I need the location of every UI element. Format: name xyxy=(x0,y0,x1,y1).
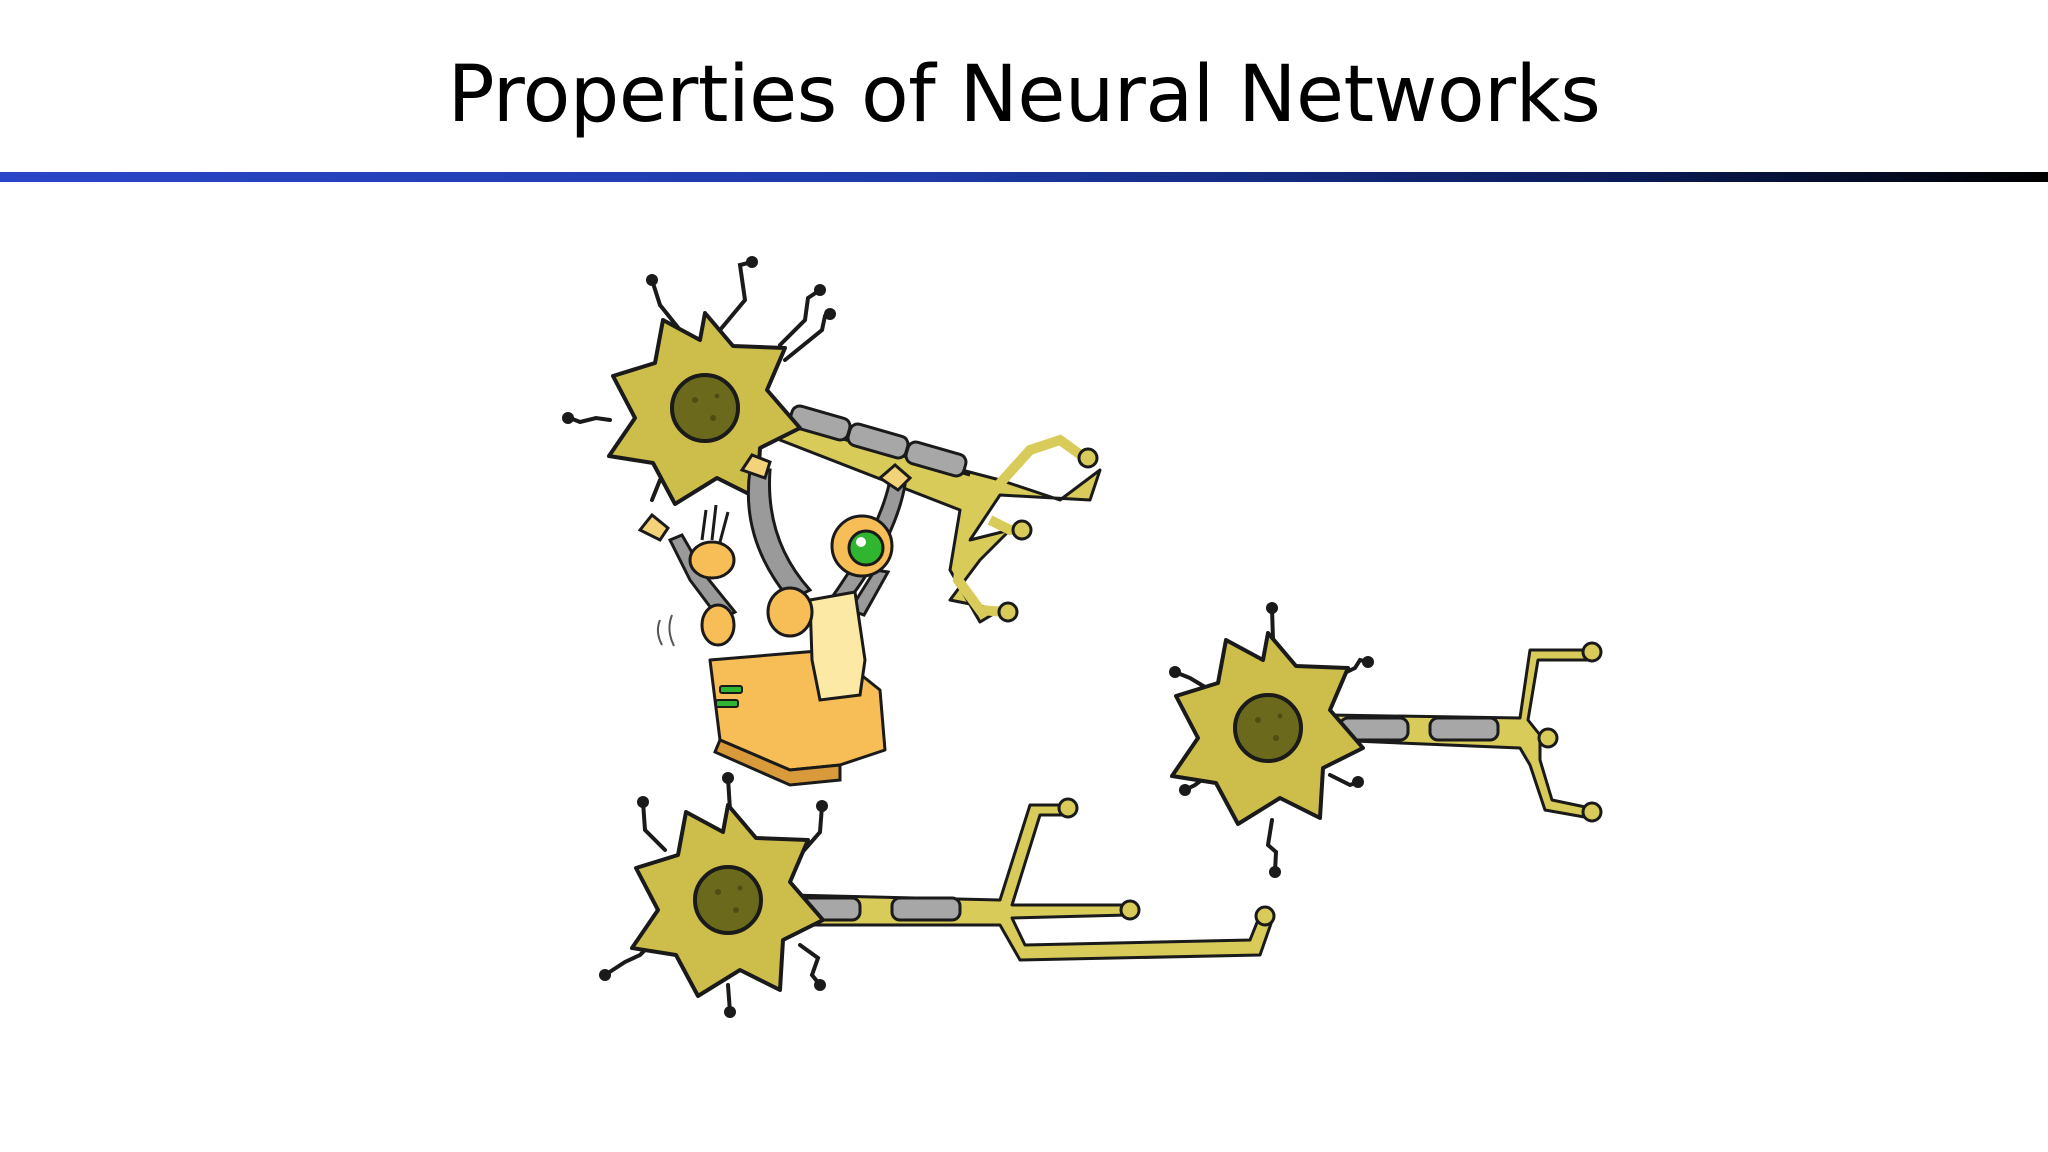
title-underline-bar xyxy=(0,172,2048,182)
neuron-upper-left xyxy=(562,256,1102,624)
neuron-lower-left xyxy=(599,772,1276,1018)
slide-title: Properties of Neural Networks xyxy=(447,50,1601,140)
neuron-right xyxy=(1169,602,1603,878)
robot-figure xyxy=(637,453,913,787)
